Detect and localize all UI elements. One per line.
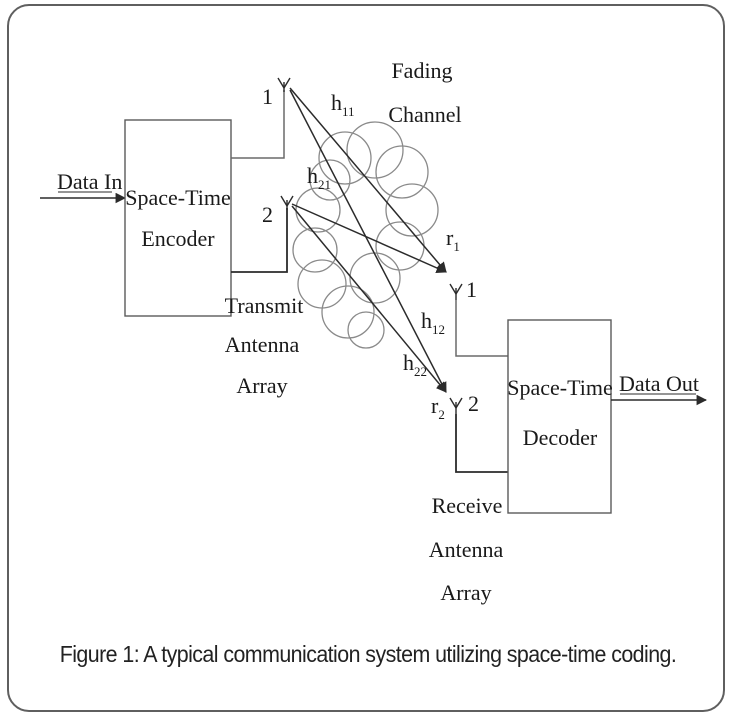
- encoder-to-tx2-line: [231, 208, 288, 273]
- caption-prefix: Figure 1:: [59, 641, 140, 667]
- path-h22: [291, 205, 447, 393]
- path-h12: [289, 89, 447, 393]
- rx-antenna-2-symbol: [449, 397, 463, 414]
- caption-text: A typical communication system utilizing…: [139, 641, 677, 667]
- gain-h21-label: h21: [307, 163, 331, 192]
- tx-antenna-2-symbol: [280, 195, 294, 210]
- encoder-label-line1: Space-Time: [125, 185, 231, 210]
- transmit-label-line2: Antenna: [225, 332, 300, 357]
- channel-paths: [289, 87, 447, 393]
- encoder-to-tx1-line: [231, 90, 285, 159]
- figure-caption: Figure 1: A typical communication system…: [26, 641, 710, 668]
- channel-label-line2: Channel: [388, 102, 461, 127]
- decoder-label-line1: Space-Time: [507, 375, 613, 400]
- gain-h22-label: h22: [403, 350, 427, 379]
- data-in-label: Data In: [57, 169, 122, 194]
- path-h21: [291, 203, 447, 273]
- received-r2-label: r2: [431, 393, 445, 422]
- space-time-encoder-box: [124, 119, 232, 317]
- rx-antenna-1-symbol: [449, 283, 463, 300]
- tx-antenna-1-number: 1: [262, 84, 273, 109]
- rx-antenna-2-number: 2: [468, 391, 479, 416]
- rx1-to-decoder-line: [455, 300, 508, 357]
- rx-antenna-1-number: 1: [466, 277, 477, 302]
- receive-label-line1: Receive: [432, 493, 503, 518]
- receive-label-line2: Antenna: [429, 537, 504, 562]
- data-out-label: Data Out: [619, 371, 699, 396]
- rx2-to-decoder-line: [455, 414, 508, 473]
- gain-h12-label: h12: [421, 308, 445, 337]
- path-h11: [289, 87, 447, 273]
- decoder-label-line2: Decoder: [523, 425, 598, 450]
- received-r1-label: r1: [446, 225, 460, 254]
- receive-label-line3: Array: [440, 580, 491, 605]
- transmit-label-line3: Array: [236, 373, 287, 398]
- channel-label-line1: Fading: [391, 58, 452, 83]
- tx-antenna-2-number: 2: [262, 202, 273, 227]
- gain-h11-label: h11: [331, 90, 355, 119]
- encoder-label-line2: Encoder: [141, 226, 215, 251]
- tx-antenna-1-symbol: [277, 77, 291, 92]
- space-time-decoder-box: [507, 319, 612, 514]
- transmit-label-line1: Transmit: [225, 293, 304, 318]
